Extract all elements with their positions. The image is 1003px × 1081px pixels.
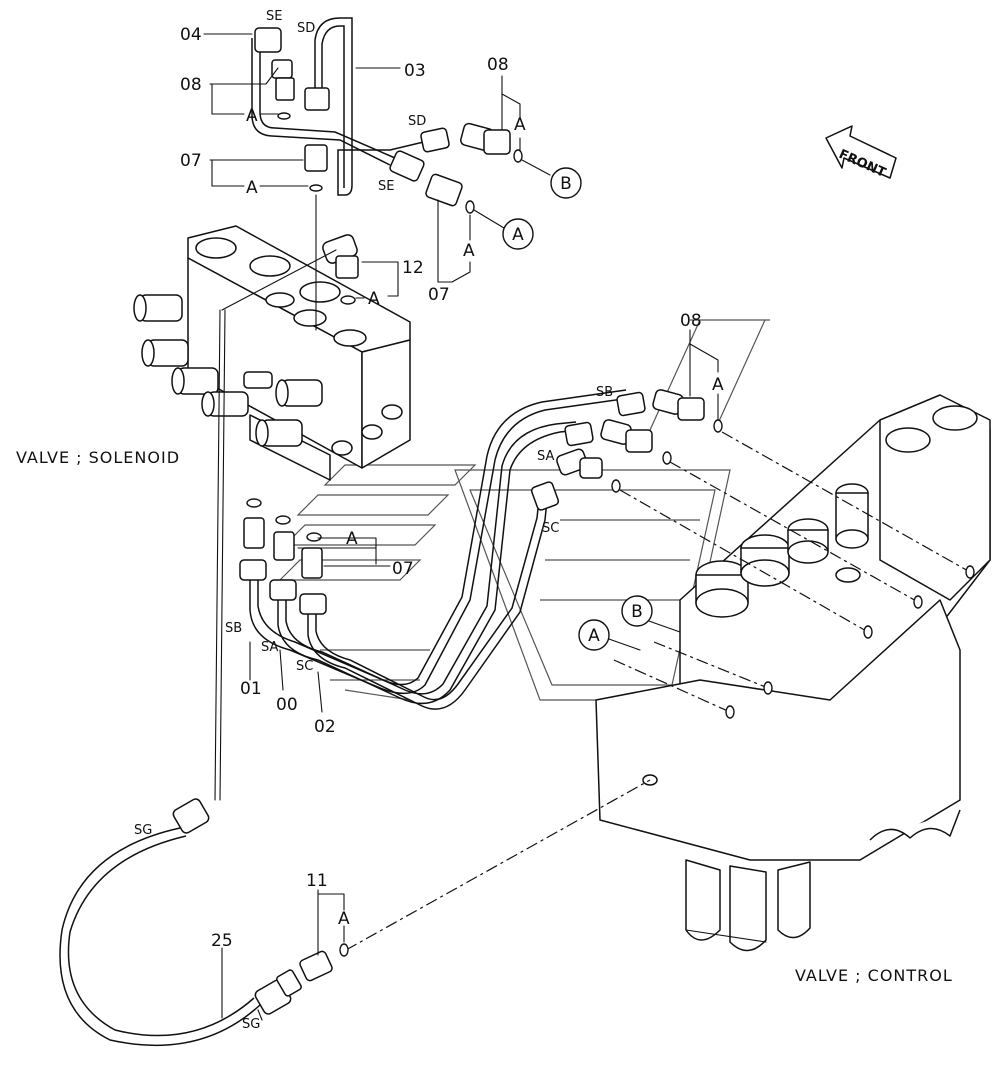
circle-ref-a-bottom: A bbox=[578, 619, 610, 651]
part-number-25: 25 bbox=[211, 931, 233, 951]
part-number-08-right: 08 bbox=[487, 55, 509, 75]
ring-label-a2: A bbox=[246, 178, 258, 198]
ring-label-a7: A bbox=[346, 529, 358, 549]
part-number-01: 01 bbox=[240, 679, 262, 699]
connectors-07-lower bbox=[243, 498, 323, 579]
ring-label-a5: A bbox=[368, 289, 380, 309]
elbow-fitting-08-top bbox=[271, 59, 295, 120]
elbow-fittings-08-lower bbox=[556, 389, 723, 493]
part-number-07-mid: 07 bbox=[428, 285, 450, 305]
control-valve-label: VALVE ; CONTROL bbox=[795, 966, 953, 985]
solenoid-valve bbox=[133, 225, 411, 481]
pipe-03 bbox=[304, 17, 450, 196]
port-label-sa-upper: SA bbox=[537, 449, 554, 464]
elbow-fitting-12 bbox=[322, 234, 359, 305]
part-number-02: 02 bbox=[314, 717, 336, 737]
part-number-08-top: 08 bbox=[180, 75, 202, 95]
part-number-07-top: 07 bbox=[180, 151, 202, 171]
part-number-12: 12 bbox=[402, 258, 424, 278]
part-number-11: 11 bbox=[306, 871, 328, 891]
ring-label-a4: A bbox=[463, 241, 475, 261]
svg-text:A: A bbox=[588, 626, 600, 646]
front-arrow-icon: FRONT bbox=[825, 125, 897, 181]
svg-text:B: B bbox=[560, 174, 572, 194]
ring-label-a3: A bbox=[514, 115, 526, 135]
svg-text:A: A bbox=[512, 225, 524, 245]
svg-text:B: B bbox=[631, 602, 643, 622]
port-label-sc-lower: SC bbox=[296, 659, 313, 674]
port-label-se-top: SE bbox=[266, 9, 282, 24]
part-number-00: 00 bbox=[276, 695, 298, 715]
part-number-07-low: 07 bbox=[392, 559, 414, 579]
port-label-sa-lower: SA bbox=[261, 640, 278, 655]
ring-label-a6: A bbox=[712, 375, 724, 395]
port-label-sd-mid: SD bbox=[408, 114, 426, 129]
part-number-03: 03 bbox=[404, 61, 426, 81]
pipe-04 bbox=[251, 27, 425, 182]
pipes-sb-sa-sc bbox=[239, 389, 646, 710]
ring-label-a8: A bbox=[338, 909, 350, 929]
leader-lines bbox=[203, 33, 719, 1021]
port-label-sg-upper: SG bbox=[134, 823, 152, 838]
circle-ref-a-top: A bbox=[502, 218, 534, 250]
connector-07-top bbox=[304, 144, 328, 331]
solenoid-valve-label: VALVE ; SOLENOID bbox=[16, 448, 180, 467]
circle-ref-b-top: B bbox=[550, 167, 582, 199]
port-label-sb-lower: SB bbox=[225, 621, 242, 636]
hose-25-sg bbox=[59, 249, 337, 1046]
port-label-sb-upper: SB bbox=[596, 385, 613, 400]
elbow-fitting-08-right bbox=[460, 122, 523, 163]
part-number-08-low: 08 bbox=[680, 311, 702, 331]
connector-07-mid bbox=[425, 173, 475, 214]
control-valve bbox=[595, 394, 991, 952]
port-label-sc-upper: SC bbox=[542, 521, 559, 536]
ring-label-a1: A bbox=[246, 106, 258, 126]
part-number-04: 04 bbox=[180, 25, 202, 45]
fitting-11 bbox=[299, 943, 349, 982]
circle-ref-b-bottom: B bbox=[621, 595, 653, 627]
port-label-sg-lower: SG bbox=[242, 1017, 260, 1032]
center-lines bbox=[345, 431, 975, 951]
port-label-se-mid: SE bbox=[378, 179, 394, 194]
port-label-sd-top: SD bbox=[297, 21, 315, 36]
